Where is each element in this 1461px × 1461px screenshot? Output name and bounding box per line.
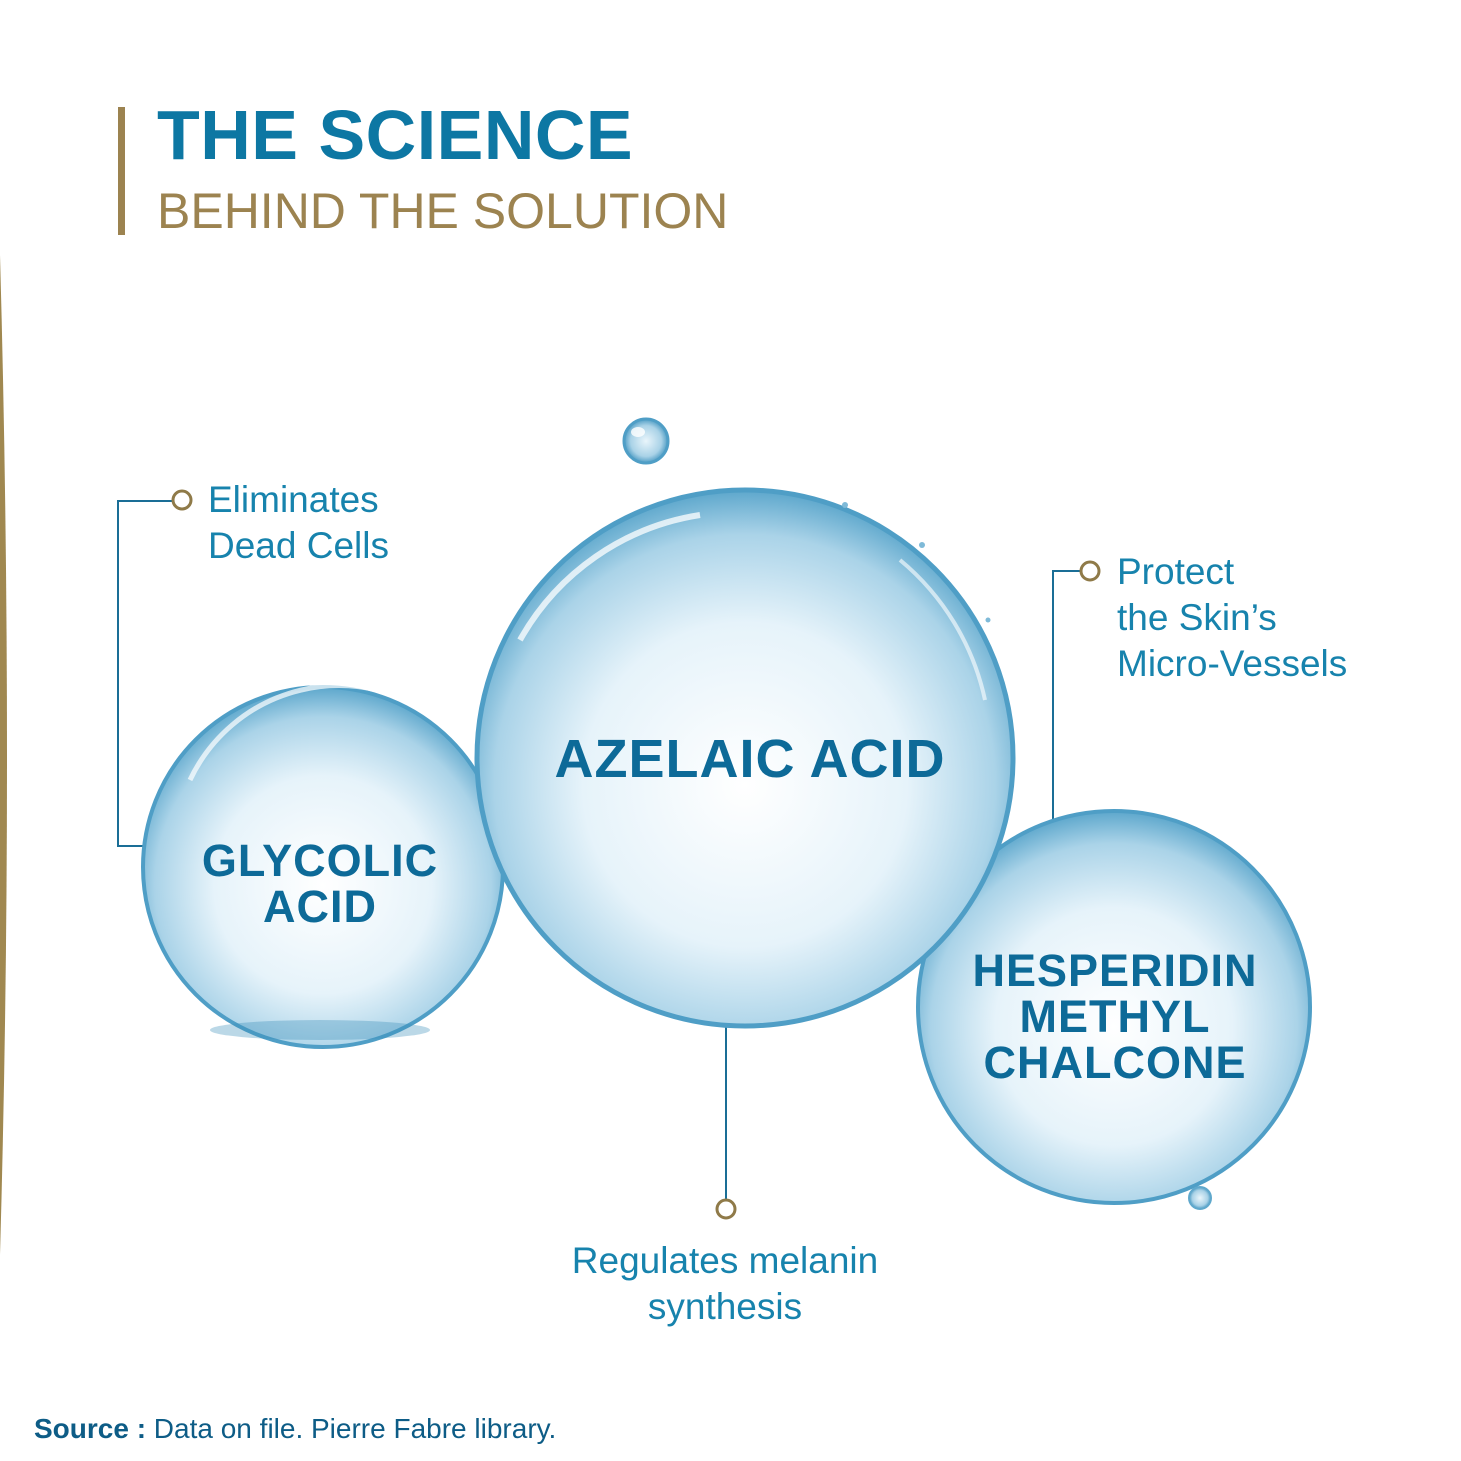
connector-dot-micro-vessels xyxy=(1079,560,1101,582)
bubble-hesperidin xyxy=(916,809,1335,1210)
page-title: THE SCIENCE xyxy=(157,96,634,174)
droplet-small xyxy=(622,417,670,465)
connector-dead-cells xyxy=(117,500,172,847)
decorative-gold-curve xyxy=(0,255,7,1255)
benefit-regulates-melanin: Regulates melanin synthesis xyxy=(571,1240,879,1327)
connector-dot-dead-cells xyxy=(171,489,193,511)
source-label: Source : xyxy=(34,1413,147,1444)
source-text: Data on file. Pierre Fabre library. xyxy=(146,1413,557,1444)
bubble-azelaic-acid xyxy=(474,487,1016,1029)
benefit-eliminates-dead-cells: Eliminates Dead Cells xyxy=(208,479,389,566)
ingredient-hesperidin-methyl-chalcone: HESPERIDIN METHYL CHALCONE xyxy=(972,945,1258,1088)
page-subtitle: BEHIND THE SOLUTION xyxy=(157,183,729,239)
title-accent-bar xyxy=(118,107,125,235)
connector-micro-vessels xyxy=(1052,570,1080,823)
benefit-protect-micro-vessels: Protect the Skin’s Micro-Vessels xyxy=(1117,551,1348,684)
ingredient-azelaic-acid: AZELAIC ACID xyxy=(554,729,946,789)
ingredient-glycolic-acid: GLYCOLIC ACID xyxy=(201,835,439,932)
source-note: Source : Data on file. Pierre Fabre libr… xyxy=(34,1413,556,1445)
connector-dot-melanin xyxy=(715,1198,737,1220)
